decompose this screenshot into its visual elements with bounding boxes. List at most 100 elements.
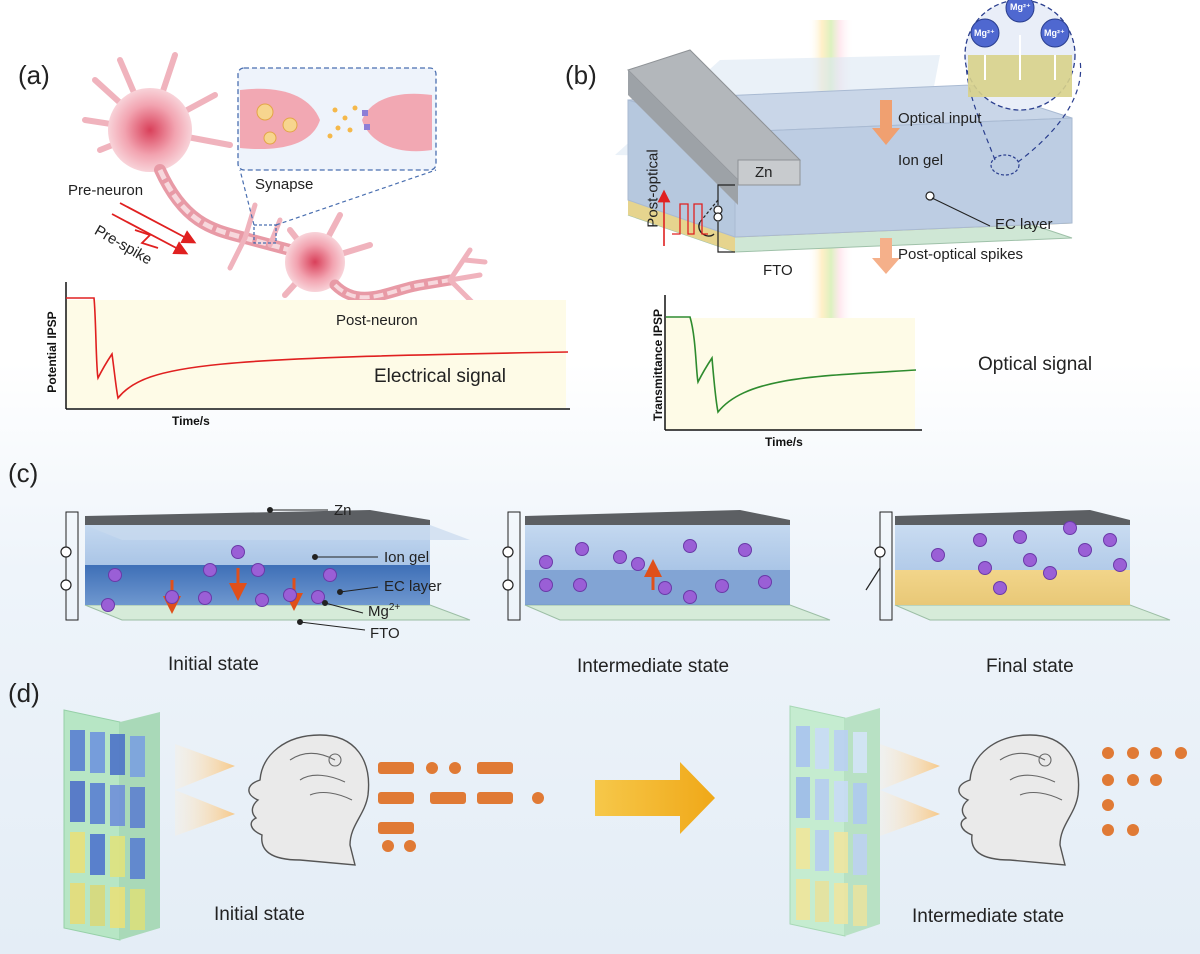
post-optical-spikes-label: Post-optical spikes xyxy=(898,246,1024,263)
display-pixel xyxy=(130,787,145,828)
pre-neuron-label: Pre-neuron xyxy=(68,182,144,199)
dot-mark xyxy=(426,762,438,774)
display-pixel xyxy=(90,732,105,773)
synapse-marker xyxy=(253,224,277,244)
optical-input-label: Optical input xyxy=(898,110,982,127)
head-icon-intermediate xyxy=(958,734,1080,866)
mg-ion xyxy=(973,533,987,547)
mg-label-text: Mg xyxy=(368,603,389,620)
chart-b-curve xyxy=(666,316,917,414)
display-pixel xyxy=(90,885,105,926)
mg-ion xyxy=(231,545,245,559)
mg-ion xyxy=(1013,530,1027,544)
chart-a-x-label: Time/s xyxy=(172,414,210,428)
display-pixel xyxy=(70,730,85,771)
display-pixel xyxy=(796,726,810,767)
display-pixel xyxy=(853,732,867,773)
display-pixel xyxy=(70,832,85,873)
dot-mark xyxy=(1102,747,1114,759)
head-icon-initial xyxy=(248,734,370,866)
mg-ion xyxy=(1063,521,1077,535)
light-cones-intermediate xyxy=(880,744,940,836)
dot-mark xyxy=(1175,747,1187,759)
mg-ion xyxy=(165,590,179,604)
pulse-train xyxy=(672,203,708,235)
light-cones-initial xyxy=(175,744,235,836)
panel-label-d: (d) xyxy=(8,678,40,708)
spike-zigzag xyxy=(134,229,159,249)
display-pixel xyxy=(110,887,125,928)
display-pixel xyxy=(796,828,810,869)
dash-mark xyxy=(430,792,466,804)
mg-ion xyxy=(311,590,325,604)
device-initial-state xyxy=(60,510,471,621)
ec-layer-final xyxy=(895,570,1130,605)
mg-ion-label-3: Mg²⁺ xyxy=(1044,28,1065,38)
display-pixel xyxy=(90,834,105,875)
display-pixel xyxy=(796,777,810,818)
presynaptic-terminal xyxy=(240,88,320,150)
panel-label-c: (c) xyxy=(8,458,39,488)
ion-gel-label-c: Ion gel xyxy=(384,549,430,566)
zn-label-c: Zn xyxy=(334,502,352,519)
dot-mark xyxy=(532,792,544,804)
ions-intermediate xyxy=(539,539,772,604)
dash-mark xyxy=(378,762,414,774)
dash-mark xyxy=(477,762,513,774)
mg-ion xyxy=(539,555,553,569)
display-pixel xyxy=(853,885,867,926)
display-pixel xyxy=(834,883,848,924)
state-label-initial-c: Initial state xyxy=(168,654,259,675)
display-pixel xyxy=(853,834,867,875)
pre-spike-arrow-2 xyxy=(111,213,189,255)
state-label-intermediate-d: Intermediate state xyxy=(912,906,1065,927)
mg-ion xyxy=(931,548,945,562)
display-pixel xyxy=(815,728,829,769)
display-pixel xyxy=(90,783,105,824)
mg-ion xyxy=(1078,543,1092,557)
chart-b-y-label: Transmittance IPSP xyxy=(651,308,665,422)
dot-mark xyxy=(1150,774,1162,786)
circuit-wire xyxy=(717,184,735,253)
ion-gel-final xyxy=(895,525,1130,570)
synapse-label: Synapse xyxy=(255,176,314,193)
mg-ions-inset xyxy=(970,0,1070,48)
post-neuron-soma xyxy=(285,232,345,292)
mg-label-c: Mg2+ xyxy=(368,602,400,620)
dot-mark xyxy=(449,762,461,774)
mg-ion xyxy=(101,598,115,612)
mg-ion xyxy=(715,579,729,593)
mg-ion xyxy=(1113,558,1127,572)
mg-ion xyxy=(323,568,337,582)
ec-layer-label-b: EC layer xyxy=(995,216,1053,233)
ec-layer-label-c: EC layer xyxy=(384,578,442,595)
mg-label-sup: 2+ xyxy=(388,602,401,613)
mg-ion xyxy=(758,575,772,589)
mg-ion xyxy=(978,561,992,575)
dash-mark xyxy=(477,792,513,804)
panel-label-a: (a) xyxy=(18,60,50,90)
dot-mark xyxy=(1102,824,1114,836)
mg-ion-label-1: Mg²⁺ xyxy=(974,28,995,38)
zn-label-b: Zn xyxy=(755,164,773,181)
panel-c-pointers xyxy=(267,507,379,631)
device-intermediate-state xyxy=(502,510,831,621)
dot-mark xyxy=(1127,824,1139,836)
state-label-final-c: Final state xyxy=(986,656,1074,677)
neuron-illustration xyxy=(82,52,488,308)
dash-mark xyxy=(378,792,414,804)
post-optical-label: Post-optical xyxy=(644,149,662,228)
pixels-initial xyxy=(70,730,145,930)
mg-ion xyxy=(108,568,122,582)
mg-ion xyxy=(539,578,553,592)
ions-initial xyxy=(101,545,337,612)
display-pixel xyxy=(853,783,867,824)
mg-ion xyxy=(575,542,589,556)
chart-b xyxy=(664,295,922,431)
optical-input-arrow xyxy=(872,100,900,145)
fto-label-c: FTO xyxy=(370,625,400,642)
mg-ion xyxy=(203,563,217,577)
dash-mark xyxy=(378,822,414,834)
ion-gel-label-b: Ion gel xyxy=(898,152,944,169)
